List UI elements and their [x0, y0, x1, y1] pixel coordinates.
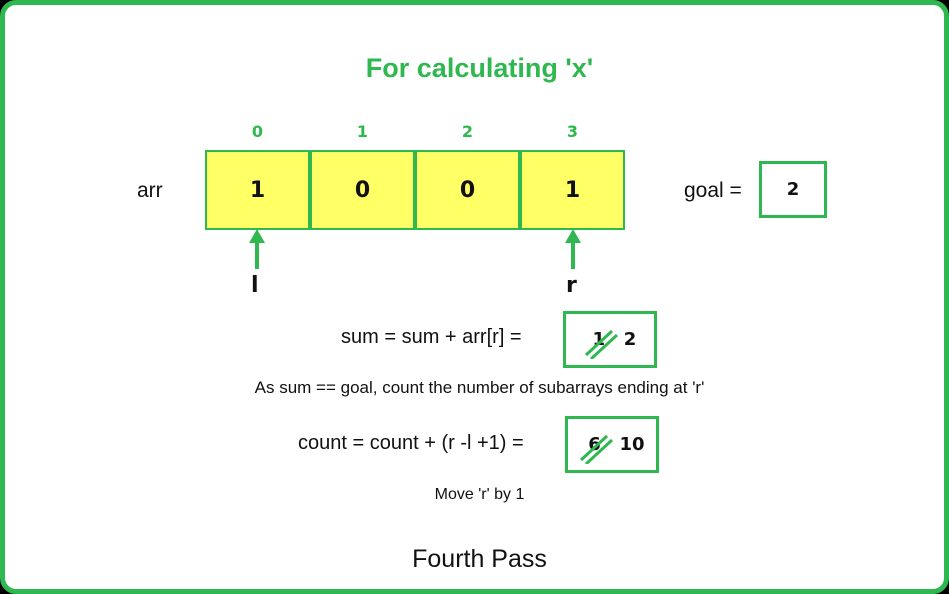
count-old-value-struck: 6 [579, 434, 614, 464]
array-index-2: 2 [461, 122, 474, 141]
strikethrough-icon [584, 329, 618, 359]
array-cell-value: 1 [249, 177, 266, 203]
sum-new-value: 2 [623, 329, 637, 350]
sum-value-box: 1 2 [563, 311, 657, 368]
condition-note: As sum == goal, count the number of suba… [254, 378, 705, 397]
array-cell-value: 1 [564, 177, 581, 203]
strikethrough-icon [580, 434, 614, 464]
sum-formula: sum = sum + arr[r] = [341, 326, 522, 348]
array-cell-3: 1 [520, 150, 625, 230]
array-cell-1: 0 [310, 150, 415, 230]
goal-value: 2 [786, 179, 800, 200]
count-new-value: 10 [619, 434, 645, 455]
pointer-arrows [249, 229, 581, 269]
right-pointer-arrow [565, 229, 581, 269]
left-pointer-arrow [249, 229, 265, 269]
count-formula: count = count + (r -l +1) = [298, 432, 524, 454]
array-cell-value: 0 [459, 177, 476, 203]
right-pointer-label: r [566, 273, 577, 298]
diagram-title: For calculating 'x' [365, 53, 594, 83]
array-index-1: 1 [356, 122, 369, 141]
array-cell-2: 0 [415, 150, 520, 230]
goal-value-box: 2 [759, 161, 827, 218]
array-label: arr [137, 179, 163, 202]
goal-label: goal = [684, 179, 742, 202]
left-pointer-label: l [251, 273, 259, 298]
sum-old-value-struck: 1 [584, 329, 618, 359]
array-cell-value: 0 [354, 177, 371, 203]
move-note: Move 'r' by 1 [434, 486, 525, 503]
pass-label: Fourth Pass [412, 545, 547, 573]
array-index-0: 0 [251, 122, 264, 141]
array-index-3: 3 [566, 122, 579, 141]
array-cell-0: 1 [205, 150, 310, 230]
count-value-box: 6 10 [565, 416, 659, 473]
